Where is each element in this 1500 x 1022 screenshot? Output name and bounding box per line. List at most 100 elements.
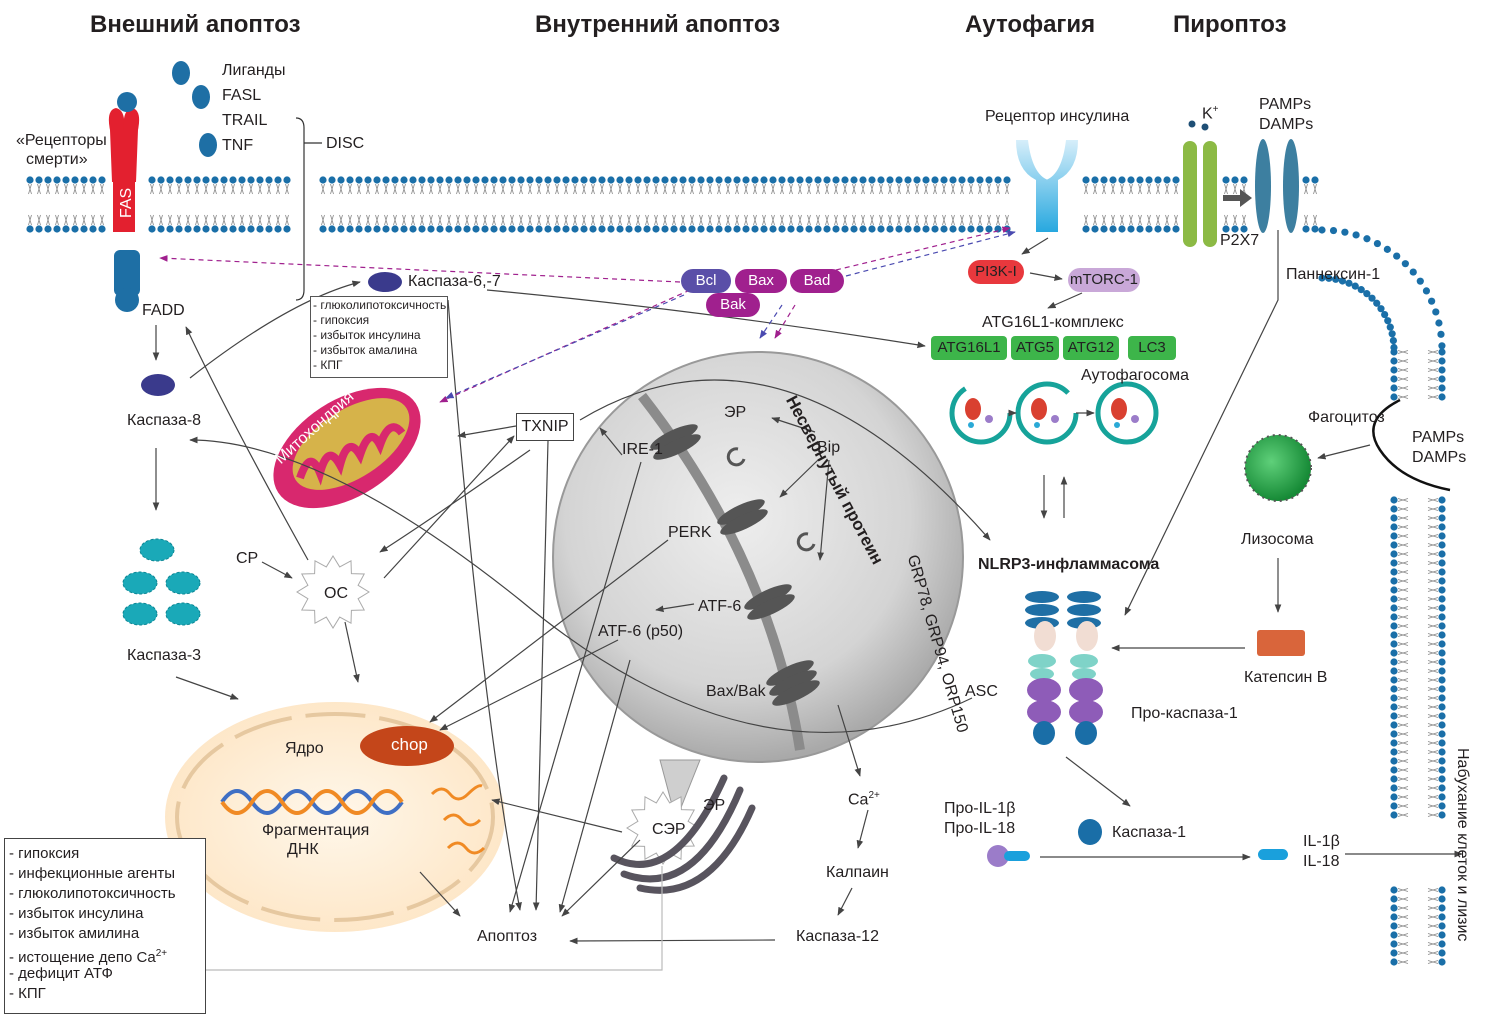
death-receptors-label-2: смерти» <box>26 151 88 168</box>
lipid-head <box>1231 176 1239 184</box>
lipid-tail <box>492 214 496 226</box>
swelling-label: Набухание клеток и лизис <box>1454 748 1471 942</box>
lipid-head <box>1390 811 1398 819</box>
lipid-head <box>1438 342 1446 350</box>
lipid-tail <box>447 183 451 195</box>
lipid-tail <box>1427 359 1439 363</box>
lipid-head <box>229 225 237 233</box>
lipid-head <box>1390 739 1398 747</box>
lipid-head <box>1172 176 1180 184</box>
p2x7-right <box>1203 141 1217 247</box>
caspase12-label: Каспаза-12 <box>796 928 879 945</box>
lipid-tail <box>249 183 253 195</box>
lipid-head <box>1438 922 1446 930</box>
asc-domain <box>1070 654 1098 668</box>
arrow-pannexin-to-nlrp3 <box>1124 230 1279 616</box>
lipid-tail <box>456 183 460 195</box>
lipid-tail <box>222 214 226 226</box>
lipid-head <box>1438 384 1446 392</box>
arrow-casp67-to-apoptosis <box>447 299 522 911</box>
lipid-head <box>1390 532 1398 540</box>
lipid-tail <box>1397 723 1409 727</box>
lipid-tail <box>816 214 820 226</box>
lipid-tail <box>1427 633 1439 637</box>
caspase3-shape <box>139 538 175 562</box>
lipid-head <box>193 225 201 233</box>
lipid-tail <box>996 183 1000 195</box>
lipid-head <box>337 225 345 233</box>
lipid-tail <box>879 214 883 226</box>
er-stack <box>610 774 756 894</box>
lipid-tail <box>879 183 883 195</box>
lipid-tail <box>1427 741 1439 745</box>
lipid-tail <box>456 214 460 226</box>
lipid-head <box>949 176 957 184</box>
lipid-head <box>922 176 930 184</box>
lipid-head <box>787 176 795 184</box>
lipid-head <box>1438 595 1446 603</box>
lipid-tail <box>384 183 388 195</box>
lipid-tail <box>978 183 982 195</box>
chop-label: chop <box>391 735 428 754</box>
lipid-tail <box>1427 897 1439 901</box>
lipid-tail <box>429 183 433 195</box>
lipid-tail <box>91 214 95 226</box>
lipid-head <box>490 225 498 233</box>
lipid-head <box>850 176 858 184</box>
lipid-tail <box>258 214 262 226</box>
lipid-head <box>1438 532 1446 540</box>
lipid-head <box>472 176 480 184</box>
arrow-casp67-to-atg <box>486 289 926 349</box>
il-mature-shape <box>1258 849 1288 860</box>
lipid-tail <box>1397 933 1409 937</box>
lipid-head <box>1438 658 1446 666</box>
lipid-head <box>769 225 777 233</box>
arrow-mtorc-to-atg <box>1047 292 1083 309</box>
lipid-head <box>796 176 804 184</box>
lipid-head <box>571 225 579 233</box>
lipid-head <box>580 225 588 233</box>
k-ion <box>1201 123 1209 131</box>
lipid-tail <box>573 214 577 226</box>
lipid-tail <box>240 183 244 195</box>
lipid-head <box>553 176 561 184</box>
il18-label: IL-18 <box>1303 853 1340 870</box>
stress-item: - избыток инсулина <box>313 328 421 342</box>
lipid-tail <box>1397 951 1409 955</box>
lipid-tail <box>402 183 406 195</box>
lipid-tail <box>1397 588 1409 592</box>
lipid-head <box>229 176 237 184</box>
lipid-head <box>1311 176 1319 184</box>
lipid-head <box>283 176 291 184</box>
arrow-asc-to-casp8 <box>189 436 973 734</box>
lipid-tail <box>1397 942 1409 946</box>
lipid-head <box>1438 739 1446 747</box>
lipid-head <box>760 225 768 233</box>
lipid-head <box>706 225 714 233</box>
lipid-head <box>985 225 993 233</box>
lipid-head <box>1390 604 1398 612</box>
cause-item: - глюколипотоксичность <box>9 885 176 902</box>
lipid-tail <box>1427 525 1439 529</box>
lipid-tail <box>168 183 172 195</box>
lipid-tail <box>195 183 199 195</box>
lipid-tail <box>1427 350 1439 354</box>
lipid-head <box>1136 225 1144 233</box>
atf6-label: ATF-6 <box>698 598 742 615</box>
lipid-head <box>787 225 795 233</box>
txnip-label: TXNIP <box>521 418 569 435</box>
lipid-head <box>400 225 408 233</box>
lipid-head <box>1438 523 1446 531</box>
lipid-tail <box>1397 750 1409 754</box>
lipid-tail <box>82 183 86 195</box>
cause-item: - дефицит АТФ <box>9 965 113 982</box>
lipid-tail <box>285 214 289 226</box>
arrow-phago-to-lysosome <box>1317 444 1371 460</box>
lipid-tail <box>807 214 811 226</box>
lipid-head <box>1438 913 1446 921</box>
lipid-head <box>1390 784 1398 792</box>
lipid-head <box>1390 931 1398 939</box>
lipid-tail <box>645 183 649 195</box>
fasl-label: FASL <box>222 87 262 104</box>
lipid-head <box>868 176 876 184</box>
